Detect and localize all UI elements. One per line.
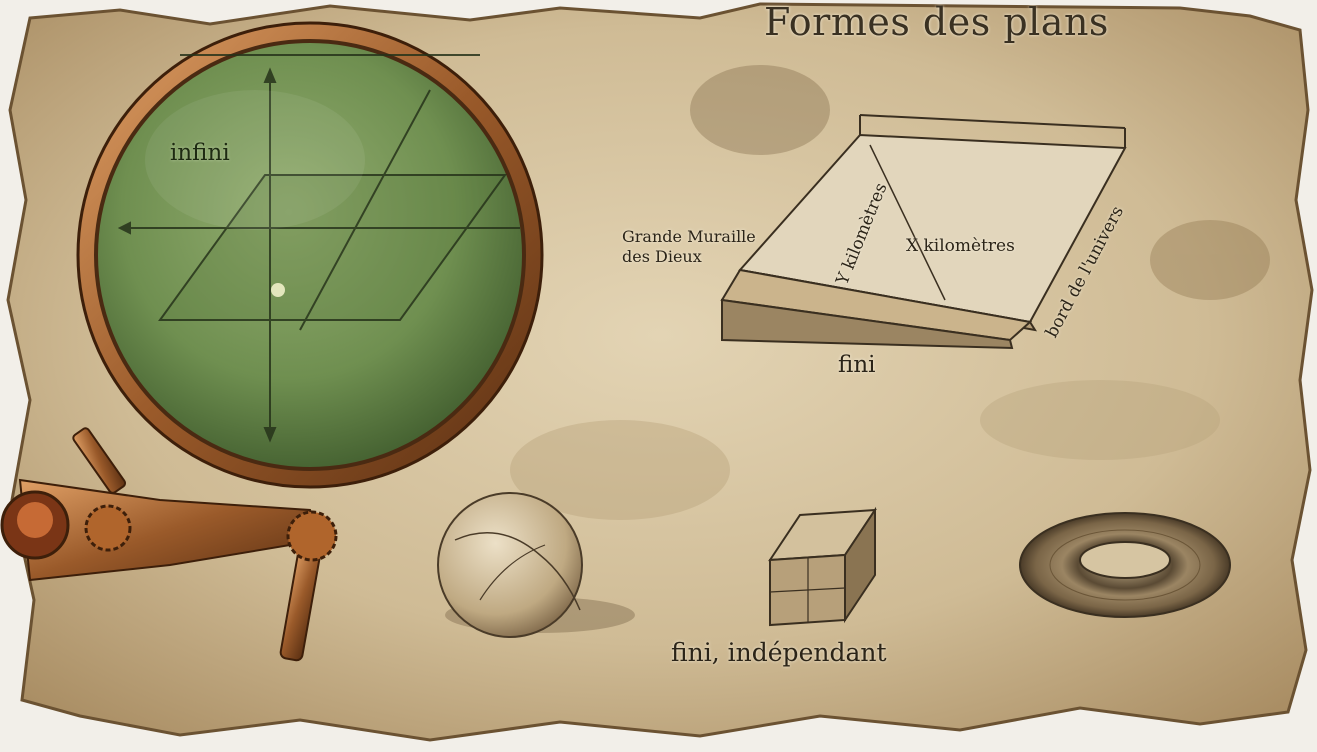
great-wall-label-line1: Grande Muraille	[622, 227, 756, 247]
great-wall-label: Grande Muraille des Dieux	[622, 227, 756, 267]
torus-icon	[1020, 513, 1230, 617]
great-wall-label-line2: des Dieux	[622, 247, 756, 267]
x-kilometers-label: X kilomètres	[906, 236, 1015, 256]
finite-label: fini	[838, 352, 876, 378]
finite-independent-label: fini, indépendant	[671, 638, 887, 667]
infinite-label: infini	[170, 140, 230, 166]
page-title: Formes des plans	[764, 0, 1109, 44]
